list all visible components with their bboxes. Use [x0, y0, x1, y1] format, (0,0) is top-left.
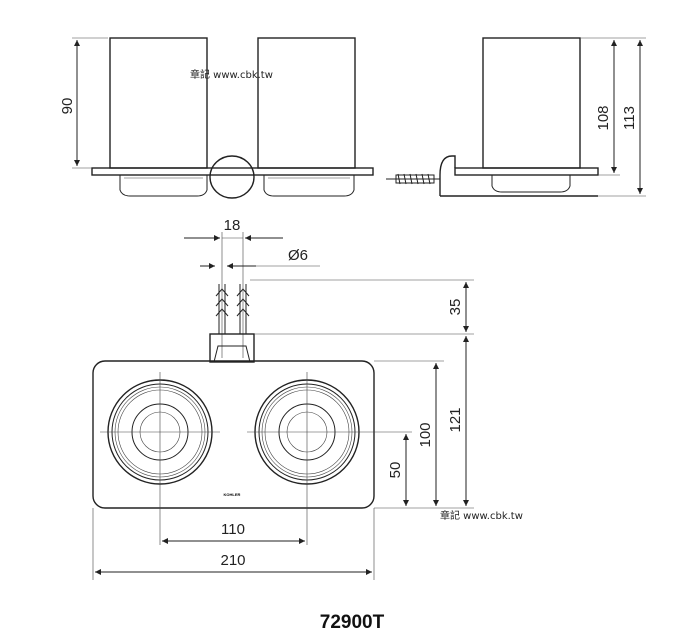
watermark-top: 章記 www.cbk.tw — [190, 68, 273, 81]
watermark-bottom: 章記 www.cbk.tw — [440, 509, 523, 522]
left-sleeve — [119, 175, 208, 197]
front-height-label: 90 — [59, 98, 76, 115]
total-depth-label: 121 — [447, 407, 464, 432]
top-view: 18 Ø6 35 — [92, 217, 474, 580]
front-view: 90 — [59, 37, 374, 199]
anchor-spacing-label: 18 — [224, 217, 241, 234]
brand-logo: KOHLER — [224, 492, 241, 497]
brand-logo-bg — [221, 491, 243, 497]
side-view: 108 113 — [386, 37, 646, 197]
side-base-plate — [454, 167, 599, 176]
side-height-inner-label: 108 — [595, 105, 612, 130]
anchor-diameter-label: Ø6 — [288, 247, 308, 264]
anchor-length-label: 35 — [447, 299, 464, 316]
base-plate — [91, 167, 374, 176]
depth-label: 100 — [417, 422, 434, 447]
center-holder — [209, 155, 255, 199]
side-height-outer-label: 113 — [621, 106, 638, 130]
wall-screw — [386, 173, 440, 185]
model-number: 72900T — [320, 612, 385, 633]
wall-bracket-inner — [213, 345, 251, 363]
width-label: 210 — [220, 552, 245, 569]
right-cup-outline — [257, 37, 356, 169]
cup-spacing-label: 110 — [221, 521, 245, 538]
wall-bracket-block — [209, 333, 255, 363]
side-sleeve — [491, 175, 571, 193]
side-cup-outline — [482, 37, 581, 169]
left-cup-outline — [109, 37, 208, 169]
anchor-right — [236, 284, 250, 334]
wall-bracket — [439, 155, 456, 196]
cup-center-depth-label: 50 — [387, 462, 404, 479]
right-cup-top — [247, 372, 412, 545]
right-sleeve — [263, 175, 355, 197]
left-cup-top — [100, 372, 220, 545]
top-plate — [92, 360, 375, 509]
